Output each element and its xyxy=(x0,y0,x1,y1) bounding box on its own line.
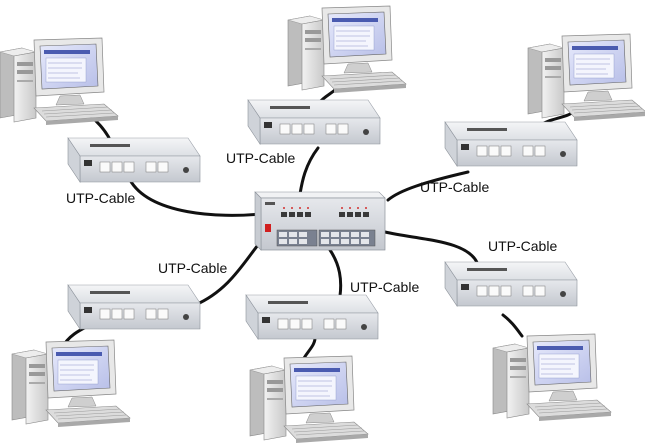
computer-top-left xyxy=(0,37,119,126)
cable-pc-bottom-right xyxy=(501,313,524,338)
computer-bottom-center xyxy=(249,355,369,444)
cable-switch-top-left xyxy=(128,178,262,217)
training-device-bottom-left xyxy=(67,284,201,330)
cable-switch-top-center xyxy=(298,146,320,196)
cable-label-right: UTP-Cable xyxy=(488,238,557,254)
computer-bottom-left xyxy=(11,339,131,428)
central-switch xyxy=(254,191,386,251)
cable-label-bottom-center: UTP-Cable xyxy=(350,279,419,295)
cable-label-bottom-left: UTP-Cable xyxy=(158,260,227,276)
switch-led-row xyxy=(283,207,367,209)
training-device-top-center xyxy=(247,99,381,145)
computer-top-center xyxy=(287,5,407,94)
cables xyxy=(60,76,577,364)
cable-switch-bottom-center xyxy=(328,248,343,298)
cable-switch-top-right xyxy=(386,170,470,202)
switch-port-panel-right xyxy=(318,229,376,247)
switch-port-row-top xyxy=(281,212,369,217)
training-device-bottom-right xyxy=(444,261,578,307)
cable-label-top-center: UTP-Cable xyxy=(226,150,295,166)
computer-top-right xyxy=(527,33,645,122)
training-device-top-right xyxy=(444,121,578,167)
training-device-top-left xyxy=(67,137,201,183)
switch-port-panel-left xyxy=(276,229,318,247)
computer-bottom-right xyxy=(492,333,612,422)
training-device-bottom-center xyxy=(245,294,379,340)
cable-switch-bottom-right xyxy=(383,230,480,267)
cable-label-top-right: UTP-Cable xyxy=(420,179,489,195)
cable-label-top-left: UTP-Cable xyxy=(66,190,135,206)
